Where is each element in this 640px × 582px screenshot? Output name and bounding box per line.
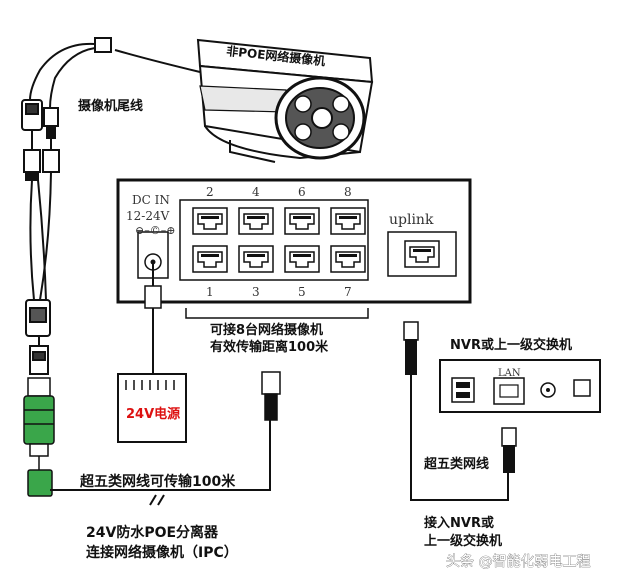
switch-voltage: 12-24V: [126, 209, 170, 223]
port-numbers: 2 4 6 8 1 3 5 7: [206, 185, 352, 299]
camera-tail-cable: [21, 37, 201, 375]
port-number: 5: [298, 285, 306, 299]
cat5e-cable-label: 超五类网线可传输100米: [79, 473, 236, 490]
uplink-port: [404, 240, 440, 268]
poe-splitter-caption-2: 连接网络摄像机（IPC）: [86, 544, 238, 561]
dc-polarity-symbol: ⊖–©–⊕: [135, 224, 175, 237]
cat5e-cable: [50, 420, 271, 506]
camera: 非POE网络摄像机: [196, 38, 374, 163]
rj45-port: [284, 207, 320, 235]
poe-splitter-caption-1: 24V防水POE分离器: [86, 524, 219, 541]
rj45-ports: [192, 207, 440, 273]
nvr-lan-label: LAN: [498, 368, 521, 379]
port-number: 6: [298, 185, 306, 199]
switch-dc-in: DC IN: [132, 193, 170, 207]
rj45-port: [330, 207, 366, 235]
nvr-cable: [403, 321, 517, 501]
port-number: 1: [206, 285, 214, 299]
port-number: 4: [252, 185, 260, 199]
rj45-port: [330, 245, 366, 273]
rj45-port: [192, 207, 228, 235]
rj45-port: [192, 245, 228, 273]
port-number: 2: [206, 185, 214, 199]
power-supply-label: 24V电源: [126, 406, 180, 422]
rj45-port: [238, 207, 274, 235]
switch-caption-1: 可接8台网络摄像机: [210, 322, 323, 338]
camera-tail-cable-label: 摄像机尾线: [78, 98, 143, 114]
rj45-port: [284, 245, 320, 273]
nvr-title: NVR或上一级交换机: [450, 337, 572, 353]
nvr-connect-2: 上一级交换机: [424, 533, 502, 549]
switch-caption-bracket: [185, 308, 369, 319]
watermark: 头条 @智能化弱电工程: [446, 553, 590, 570]
port-number: 8: [344, 185, 352, 199]
rj45-port: [238, 245, 274, 273]
nvr-cable-label: 超五类网线: [424, 456, 489, 472]
nvr-connect-1: 接入NVR或: [424, 515, 494, 531]
switch-uplink-label: uplink: [389, 212, 434, 228]
power-supply: [117, 262, 187, 443]
nvr-device: [439, 359, 601, 413]
rj45-plug-middle: [261, 371, 281, 421]
switch-caption-2: 有效传输距离100米: [210, 339, 329, 355]
poe-splitter: [23, 377, 55, 497]
port-number: 7: [344, 285, 352, 299]
port-number: 3: [252, 285, 260, 299]
